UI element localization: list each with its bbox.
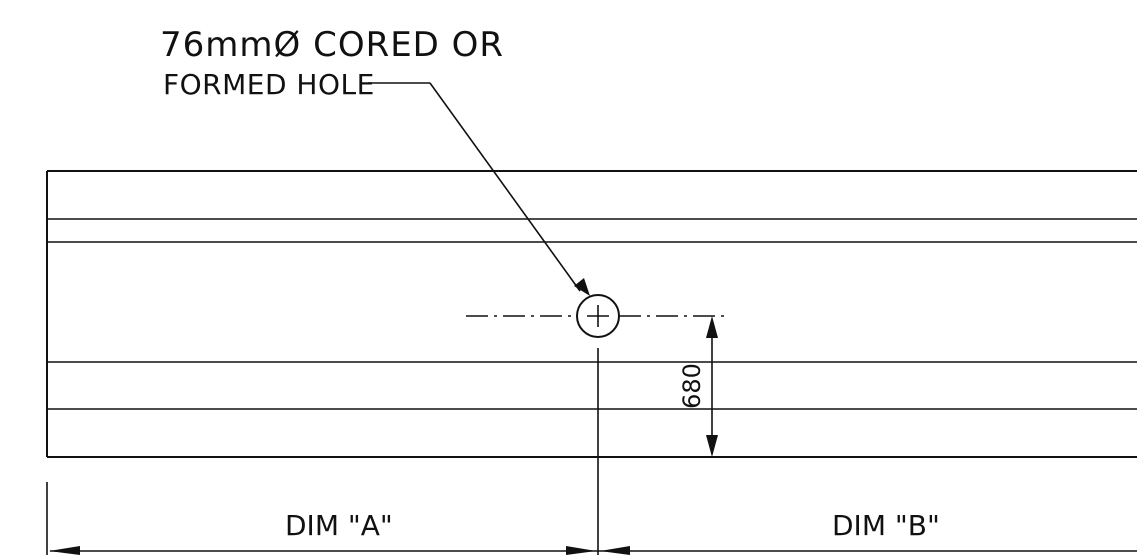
- dim-a-label: DIM "A": [285, 509, 393, 542]
- vertical-dimension-value: 680: [678, 363, 706, 409]
- dim-b-left-arrow: [600, 546, 630, 555]
- hole-symbol: [466, 294, 730, 338]
- dim-a-right-arrow: [566, 546, 596, 555]
- vertical-dimension: 680: [678, 316, 718, 457]
- horizontal-dimensions: DIM "A" DIM "B": [46, 348, 1137, 555]
- hole-note-line-2: FORMED HOLE: [163, 68, 375, 101]
- hole-note-line-1: 76mmØ CORED OR: [160, 25, 504, 65]
- dim-a-left-arrow: [49, 546, 80, 555]
- hole-leader: [368, 82, 590, 296]
- leader-arrowhead: [574, 278, 590, 296]
- dim-b-label: DIM "B": [832, 509, 940, 542]
- wall-elevation: [46, 170, 1137, 458]
